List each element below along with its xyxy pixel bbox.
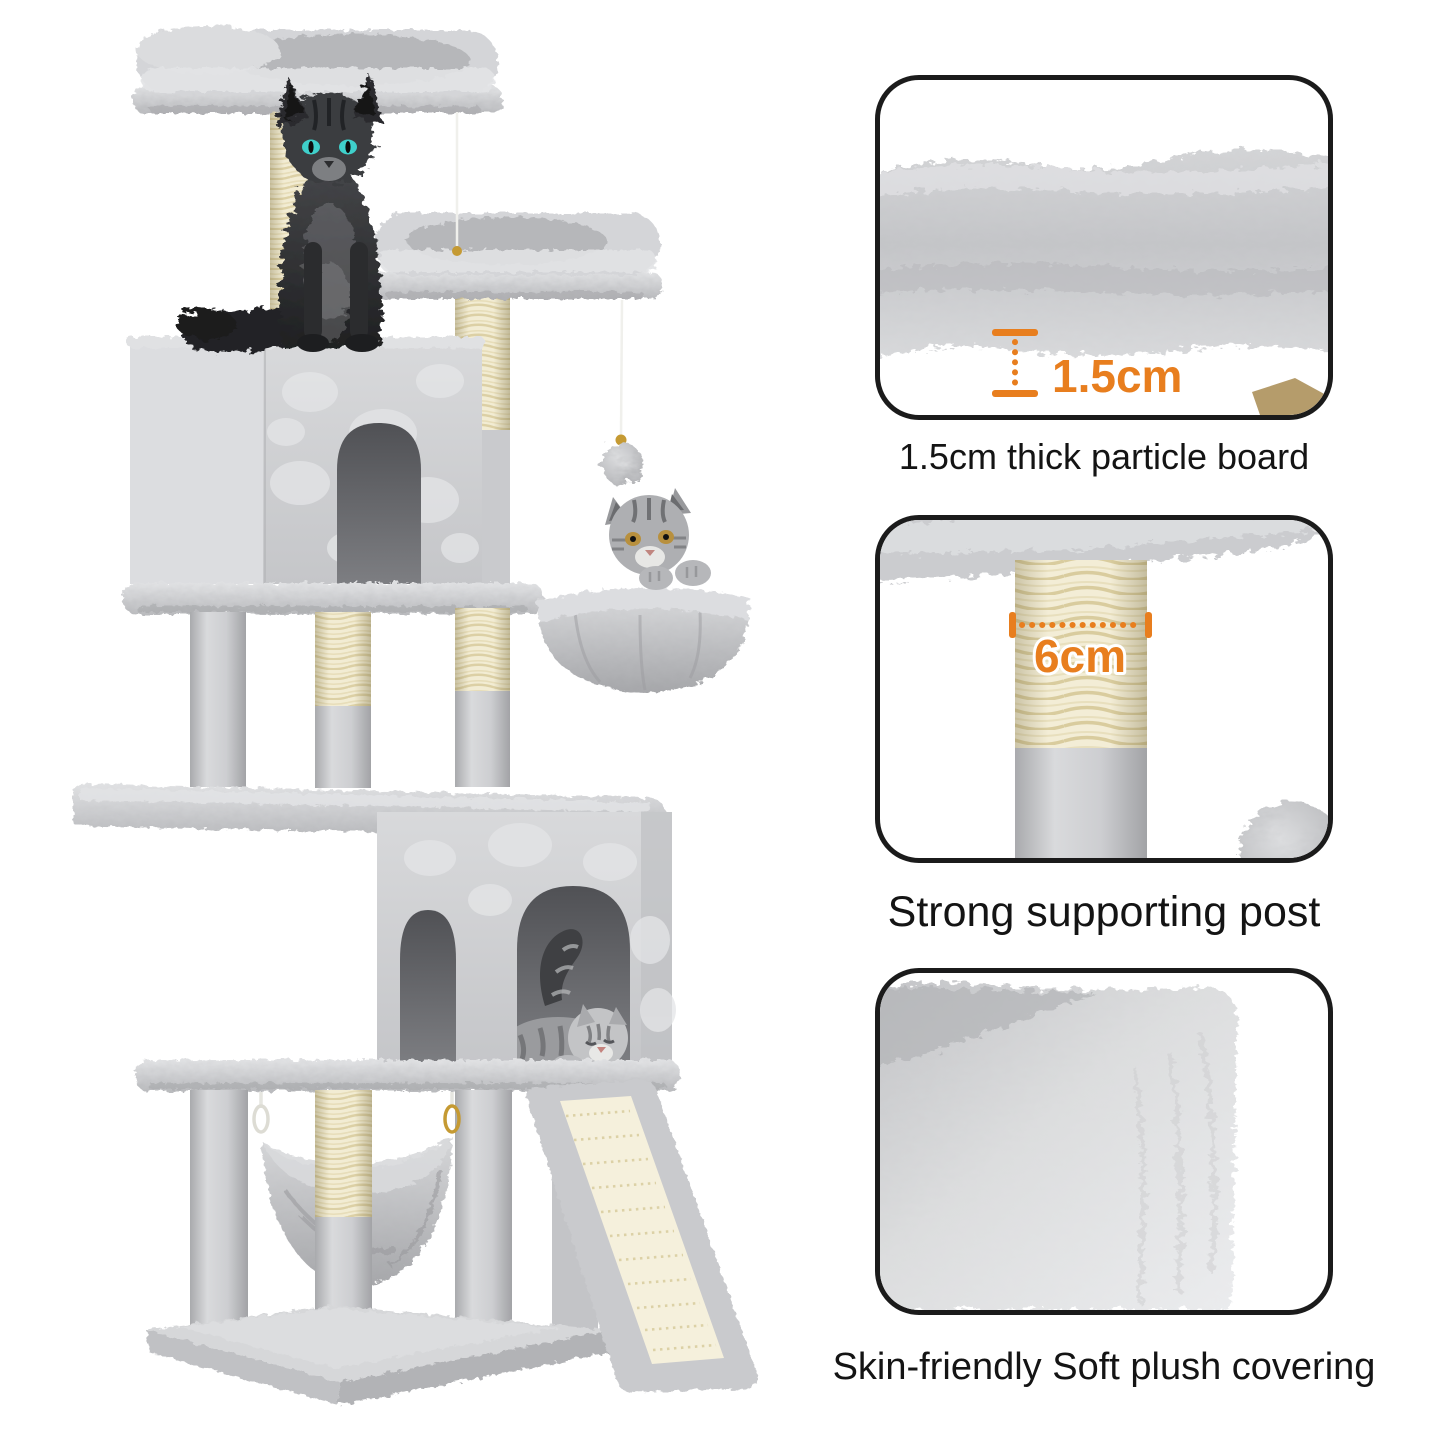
upper-perch <box>372 213 662 299</box>
middle-board <box>123 583 543 614</box>
base-board <box>146 1306 612 1405</box>
particle-board-photo: 1.5cm <box>880 149 1328 415</box>
thickness-measure-icon <box>992 329 1038 397</box>
supporting-post-photo: 6cm <box>880 520 1328 858</box>
board-thickness-label: 1.5cm <box>1052 350 1182 402</box>
particle-chip <box>1252 378 1328 415</box>
callout-card-plush-covering <box>875 968 1333 1315</box>
post-diameter-label: 6cm <box>1034 630 1126 682</box>
callout-card-particle-board: 1.5cm <box>875 75 1333 420</box>
lower-condo <box>377 812 676 1066</box>
diameter-measure-icon <box>1009 612 1152 638</box>
scratching-ramp <box>526 1080 758 1392</box>
lying-cat <box>517 929 628 1066</box>
gold-bead-toy <box>452 246 462 256</box>
pompom-ball-corner <box>1238 802 1328 858</box>
mid-level-posts <box>190 608 510 788</box>
hanging-toys <box>452 112 643 485</box>
plush-corner <box>880 983 1237 1310</box>
pompom-ball-toy <box>601 443 643 485</box>
platform-slab <box>880 520 1318 582</box>
ramp-sisal-surface <box>560 1096 724 1364</box>
caption-plush-covering: Skin-friendly Soft plush covering <box>832 1346 1376 1388</box>
caption-particle-board: 1.5cm thick particle board <box>898 436 1310 477</box>
callout-card-supporting-post: 6cm <box>875 515 1333 863</box>
lower-condo-window <box>400 910 456 1066</box>
upper-condo-doorway <box>337 423 421 584</box>
hanging-basket <box>536 488 750 692</box>
caption-supporting-post: Strong supporting post <box>887 888 1321 936</box>
bottom-center-post <box>315 1090 372 1330</box>
upper-condo <box>127 337 485 584</box>
hammock-hook <box>443 1104 461 1134</box>
sisal-post <box>1015 560 1147 858</box>
cat-tree-illustration <box>73 26 758 1405</box>
plush-covering-photo <box>880 983 1237 1310</box>
basket-kitten <box>605 488 691 575</box>
large-cat <box>176 74 383 353</box>
large-cat-face <box>297 98 379 352</box>
